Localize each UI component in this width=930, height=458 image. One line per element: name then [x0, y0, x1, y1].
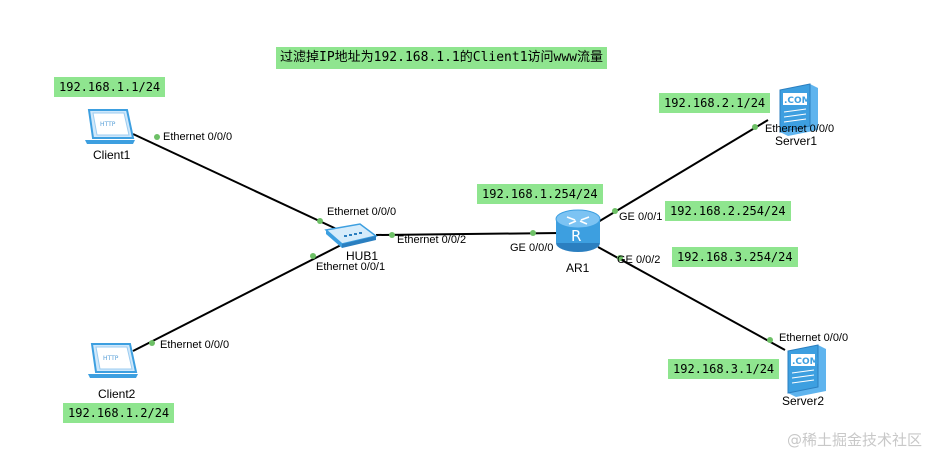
server1-name: Server1	[775, 134, 818, 148]
hub1-icon[interactable]	[324, 223, 378, 248]
port-dot-hub1-e0	[317, 218, 323, 224]
client1-name: Client1	[93, 148, 131, 162]
ar1-router-glyph: R	[571, 227, 581, 245]
link-ar1-server2	[597, 246, 786, 351]
server2-name: Server2	[782, 394, 825, 408]
diagram-title: 过滤掉IP地址为192.168.1.1的Client1访问www流量	[276, 47, 608, 69]
port-dot-ar1-ge0	[530, 230, 536, 236]
hub1-port1-label: Ethernet 0/0/1	[316, 261, 386, 273]
client2-icon[interactable]: HTTP	[88, 343, 138, 378]
ar1-name: AR1	[566, 261, 590, 275]
server1-ip-label: 192.168.2.1/24	[659, 93, 771, 113]
hub1-port2-label: Ethernet 0/0/2	[397, 234, 467, 246]
client2-port-label: Ethernet 0/0/0	[160, 339, 230, 351]
server2-ip-label: 192.168.3.1/24	[668, 359, 780, 379]
client1-screen-text: HTTP	[100, 121, 116, 128]
client1-port-label: Ethernet 0/0/0	[163, 131, 233, 143]
port-dot-hub1-e2	[389, 232, 395, 238]
client2-screen-text: HTTP	[103, 355, 119, 362]
link-client1-hub1	[132, 133, 344, 233]
hub1-name: HUB1	[346, 249, 379, 263]
server1-port-label: Ethernet 0/0/0	[765, 123, 835, 135]
link-hub1-ar1	[375, 232, 561, 236]
port-dot-ar1-ge2	[617, 255, 623, 261]
server2-icon[interactable]: .COM	[787, 344, 826, 397]
client2-name: Client2	[98, 387, 136, 401]
ar1-ge001-ip-label: 192.168.2.254/24	[665, 201, 791, 221]
hub1-port0-label: Ethernet 0/0/0	[327, 206, 397, 218]
client1-icon[interactable]: HTTP	[85, 109, 135, 144]
port-dot-server2	[767, 337, 773, 343]
client1-ip-label: 192.168.1.1/24	[54, 77, 166, 97]
port-dots	[149, 124, 773, 346]
watermark: @稀土掘金技术社区	[786, 431, 922, 449]
link-ar1-server1	[597, 119, 769, 223]
port-dot-client2	[149, 340, 155, 346]
ar1-ge002-label: GE 0/0/2	[617, 254, 661, 266]
client2-ip-label: 192.168.1.2/24	[63, 403, 175, 423]
links	[132, 119, 786, 352]
port-dot-ar1-ge1	[612, 208, 618, 214]
ar1-router-icon[interactable]: R	[555, 209, 601, 252]
server1-badge: .COM	[784, 96, 811, 106]
link-client2-hub1	[132, 243, 344, 352]
server2-port-label: Ethernet 0/0/0	[779, 332, 849, 344]
port-dot-hub1-e1	[310, 253, 316, 259]
ar1-ge000-ip-label: 192.168.1.254/24	[477, 184, 603, 204]
ar1-ge001-label: GE 0/0/1	[619, 211, 663, 223]
port-dot-server1	[752, 124, 758, 130]
ar1-ge000-label: GE 0/0/0	[510, 242, 554, 254]
ar1-ge002-ip-label: 192.168.3.254/24	[672, 247, 798, 267]
port-dot-client1	[154, 134, 160, 140]
server2-badge: .COM	[792, 357, 819, 367]
server1-icon[interactable]: .COM	[779, 83, 818, 136]
